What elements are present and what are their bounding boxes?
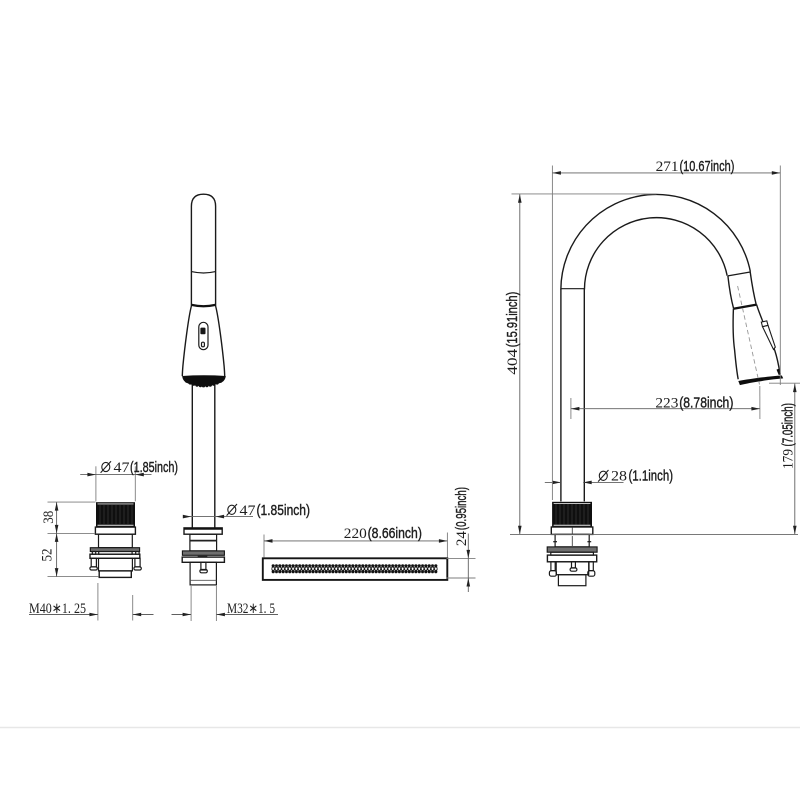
svg-text:47: 47	[240, 503, 257, 519]
svg-text:28: 28	[611, 469, 627, 485]
svg-text:M40∗1. 25: M40∗1. 25	[29, 601, 86, 617]
svg-text:(15.91inch): (15.91inch)	[504, 292, 521, 348]
svg-text:52: 52	[40, 549, 56, 562]
svg-text:404: 404	[505, 348, 521, 375]
svg-text:271: 271	[656, 159, 679, 175]
svg-text:M32∗1. 5: M32∗1. 5	[227, 601, 275, 617]
svg-text:223: 223	[655, 396, 678, 412]
svg-text:(8.78inch): (8.78inch)	[679, 395, 733, 412]
svg-text:179: 179	[781, 449, 797, 469]
svg-text:(0.95inch): (0.95inch)	[453, 487, 470, 530]
svg-text:24: 24	[454, 531, 470, 547]
svg-text:(1.85inch): (1.85inch)	[130, 459, 178, 476]
svg-text:(1.85inch): (1.85inch)	[257, 502, 311, 519]
svg-text:(8.66inch): (8.66inch)	[368, 525, 422, 542]
svg-text:(7.05inch): (7.05inch)	[780, 403, 797, 447]
svg-text:38: 38	[41, 511, 57, 524]
svg-text:(10.67inch): (10.67inch)	[680, 158, 735, 175]
svg-text:47: 47	[114, 460, 131, 476]
svg-text:220: 220	[344, 526, 367, 542]
svg-text:(1.1inch): (1.1inch)	[629, 468, 674, 485]
